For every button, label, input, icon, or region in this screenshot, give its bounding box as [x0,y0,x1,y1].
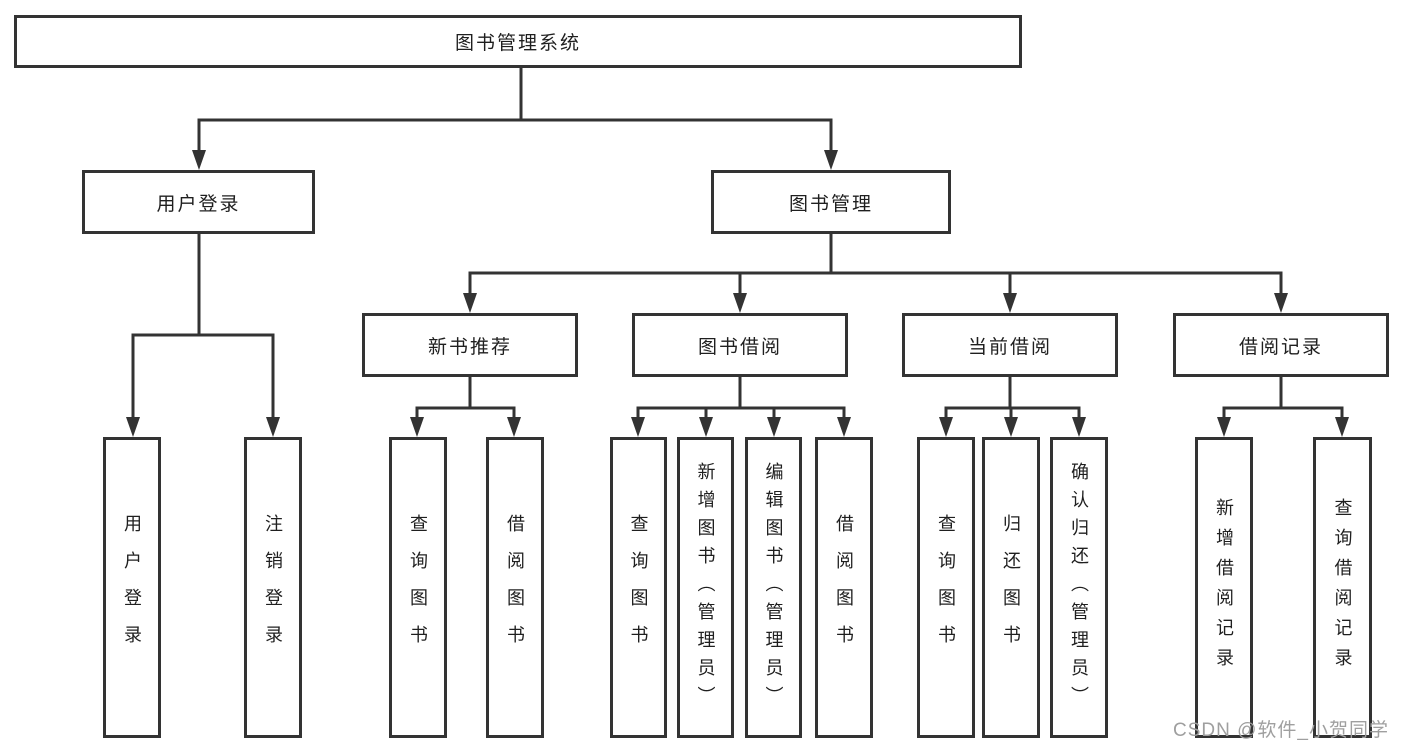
node-label: 编辑图书（管理员） [763,461,784,714]
node-label: 图书管理 [788,193,873,215]
connector-book-borrow [636,375,846,410]
node-label: 查询图书 [408,513,428,662]
node-borrow-records: 借阅记录 [1173,313,1389,377]
connector-root [197,66,833,122]
node-label: 新增借阅记录 [1214,497,1234,678]
leaf-current-return-books: 归还图书 [982,437,1040,738]
arrow [837,408,851,437]
leaf-user-login: 用户登录 [103,437,161,738]
arrow [1003,273,1017,313]
arrow [507,408,521,437]
node-label: 借阅图书 [505,513,525,662]
leaf-logout-login: 注销登录 [244,437,302,738]
node-label: 新增图书（管理员） [695,461,716,714]
node-label: 新书推荐 [427,336,512,358]
leaf-borrow-add-books-admin: 新增图书（管理员） [677,437,734,738]
leaf-borrow-query-books: 查询图书 [610,437,667,738]
leaf-records-add-borrow-record: 新增借阅记录 [1195,437,1253,738]
node-label: 注销登录 [263,513,283,662]
arrow [824,120,838,170]
node-label: 借阅图书 [834,513,854,662]
leaf-current-confirm-return-admin: 确认归还（管理员） [1050,437,1108,738]
node-root: 图书管理系统 [14,15,1022,68]
arrow [1217,408,1231,437]
node-label: 确认归还（管理员） [1069,461,1089,714]
node-label: 查询图书 [628,513,649,662]
arrow [939,408,953,437]
arrow [1072,408,1086,437]
arrow [463,273,477,313]
node-label: 用户登录 [156,193,241,215]
arrow [266,335,280,437]
watermark-text: CSDN @软件_小贺同学 [1173,720,1389,741]
node-label: 图书借阅 [697,336,782,358]
node-label: 图书管理系统 [454,33,581,54]
arrow [192,120,206,170]
connector-current-borrow [944,375,1081,410]
connector-borrow-records [1222,375,1344,410]
leaf-borrow-edit-books-admin: 编辑图书（管理员） [745,437,802,738]
leaf-borrow-borrow-books: 借阅图书 [815,437,873,738]
node-current-borrow: 当前借阅 [902,313,1118,377]
node-label: 借阅记录 [1238,336,1323,358]
arrow [126,335,140,437]
arrow [410,408,424,437]
node-label: 当前借阅 [967,336,1052,358]
arrow [767,408,781,437]
arrow [699,408,713,437]
node-label: 用户登录 [122,513,142,662]
arrow [733,273,747,313]
node-user-login: 用户登录 [82,170,315,234]
node-label: 查询借阅记录 [1332,497,1353,678]
arrow [631,408,645,437]
leaf-current-query-books: 查询图书 [917,437,975,738]
node-label: 归还图书 [1001,513,1021,662]
connector-new-book-recommend [415,375,516,410]
arrow [1335,408,1349,437]
connector-book-management [468,233,1283,275]
node-book-borrow: 图书借阅 [632,313,848,377]
arrow [1004,408,1018,437]
arrow [1274,273,1288,313]
node-new-book-recommend: 新书推荐 [362,313,578,377]
leaf-records-query-borrow-record: 查询借阅记录 [1313,437,1372,738]
node-label: 查询图书 [936,513,956,662]
leaf-recommend-query-books: 查询图书 [389,437,447,738]
node-book-management: 图书管理 [711,170,951,234]
connector-user-login [131,231,275,337]
leaf-recommend-borrow-books: 借阅图书 [486,437,544,738]
